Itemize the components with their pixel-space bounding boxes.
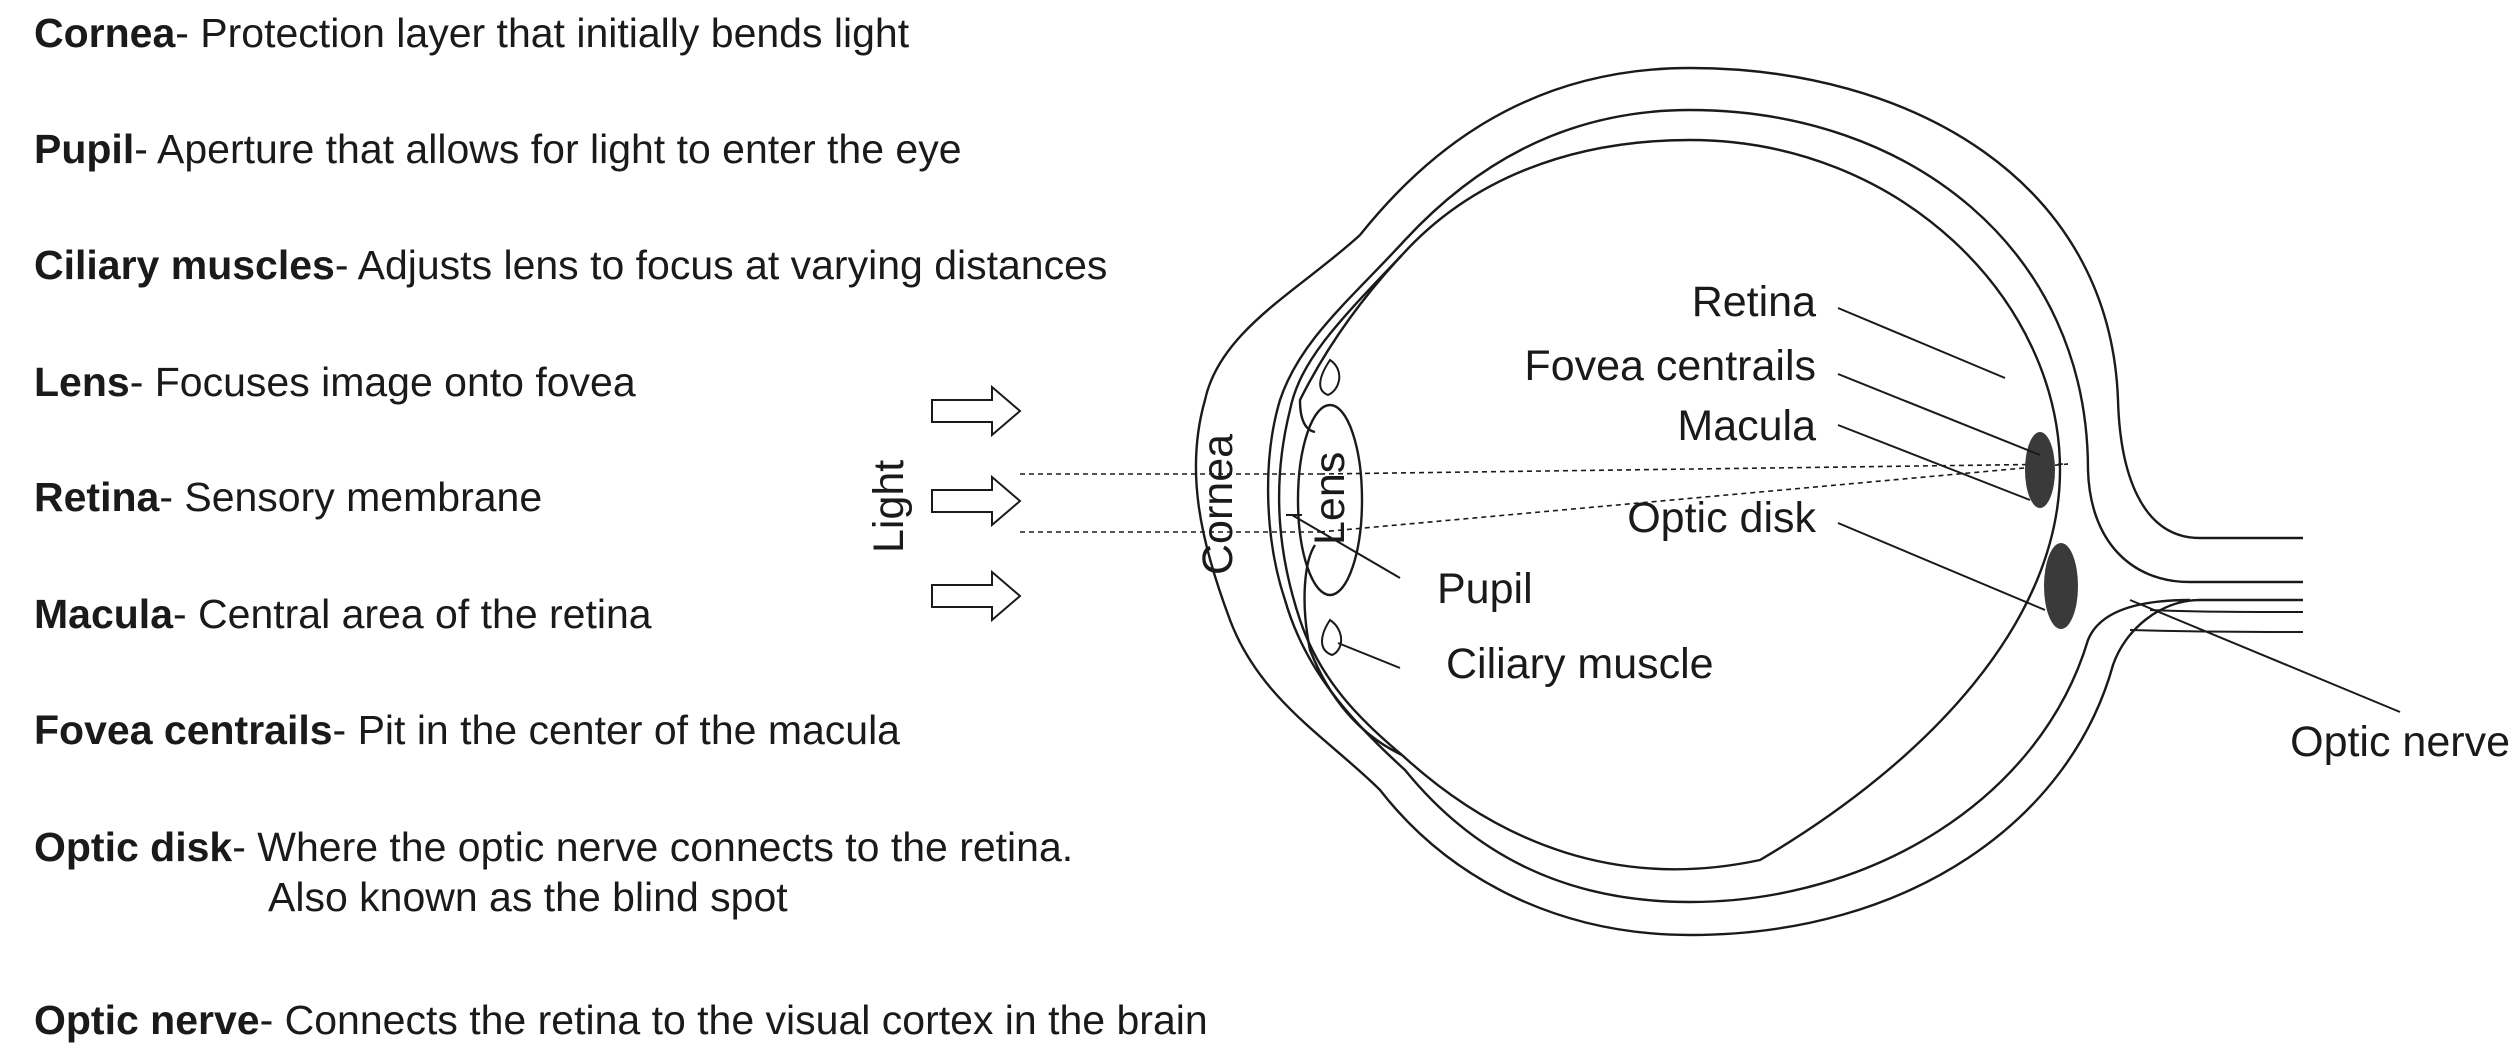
definition-ciliary-muscles: Ciliary muscles- Adjusts lens to focus a…	[34, 240, 1107, 290]
definition-retina: Retina- Sensory membrane	[34, 472, 542, 522]
definition-cornea: Cornea- Protection layer that initially …	[34, 8, 909, 58]
choroid-layer	[1266, 108, 2303, 904]
optic-disk-spot	[2044, 543, 2078, 629]
definition-text: - Where the optic nerve connects to the …	[232, 824, 1074, 870]
definition-fovea-centrails: Fovea centrails- Pit in the center of th…	[34, 705, 900, 755]
nerve-fiber	[2129, 629, 2304, 633]
leader-retina	[1837, 307, 2006, 379]
label-cornea: Cornea	[1194, 434, 1242, 575]
label-optic-nerve: Optic nerve	[2290, 718, 2510, 766]
ciliary-body-lower	[1321, 618, 1343, 657]
label-optic-disk: Optic disk	[1627, 494, 1816, 542]
definition-lens: Lens- Focuses image onto fovea	[34, 357, 636, 407]
definition-pupil: Pupil- Aperture that allows for light to…	[34, 124, 962, 174]
cornea-shape	[1277, 254, 1403, 756]
label-light: Light	[865, 460, 913, 553]
definition-text: - Aperture that allows for light to ente…	[134, 126, 962, 172]
definition-text: - Focuses image onto fovea	[129, 359, 636, 405]
definition-text: - Sensory membrane	[159, 474, 543, 520]
leader-optic-nerve	[2129, 599, 2401, 713]
light-rays	[1020, 463, 2069, 533]
light-ray	[1319, 463, 2069, 533]
leader-ciliary	[1337, 642, 1401, 669]
lens-shape	[1296, 403, 1364, 597]
label-pupil: Pupil	[1437, 565, 1533, 613]
definition-text: - Adjusts lens to focus at varying dista…	[334, 242, 1108, 288]
leader-pupil	[1291, 514, 1401, 579]
definition-text: - Pit in the center of the macula	[332, 707, 900, 753]
definition-term: Retina	[34, 474, 160, 520]
label-macula: Macula	[1677, 402, 1816, 450]
sclera-outer	[1194, 66, 2303, 937]
definition-term: Lens	[34, 359, 130, 405]
light-arrow	[931, 384, 1022, 438]
leader-macula	[1837, 424, 2031, 501]
definition-macula: Macula- Central area of the retina	[34, 589, 652, 639]
definition-optic-disk: Optic disk- Where the optic nerve connec…	[34, 822, 1073, 922]
light-arrows	[931, 384, 1022, 623]
leader-fovea	[1837, 373, 2041, 456]
label-fovea-centrails: Fovea centrails	[1524, 342, 1816, 390]
definition-term: Optic nerve	[34, 997, 260, 1043]
definitions-list: Cornea- Protection layer that initially …	[34, 0, 1414, 1054]
definition-optic-nerve: Optic nerve- Connects the retina to the …	[34, 995, 1208, 1045]
definition-term: Fovea centrails	[34, 707, 333, 753]
macula-spot	[2025, 432, 2055, 508]
definition-text: - Central area of the retina	[173, 591, 652, 637]
light-ray	[1319, 463, 2069, 475]
definition-term: Ciliary muscles	[34, 242, 335, 288]
leader-optic-disk	[1837, 522, 2046, 611]
eyeball	[1194, 66, 2304, 937]
front-of-eye	[1277, 254, 1403, 757]
definition-text: - Protection layer that initially bends …	[175, 10, 910, 56]
light-arrow	[931, 569, 1022, 623]
nerve-fiber	[2149, 609, 2304, 613]
label-lens: Lens	[1306, 452, 1354, 545]
light-arrow	[931, 474, 1022, 528]
definition-term: Optic disk	[34, 824, 233, 870]
definition-term: Pupil	[34, 126, 135, 172]
label-retina: Retina	[1692, 278, 1816, 326]
retina-layer	[1401, 138, 2062, 871]
leader-lines	[1291, 307, 2401, 713]
definition-term: Macula	[34, 591, 173, 637]
label-ciliary-muscle: Ciliary muscle	[1446, 640, 1714, 688]
definition-term: Cornea	[34, 10, 176, 56]
ciliary-body-upper	[1319, 358, 1341, 397]
iris-upper	[1298, 254, 1403, 434]
definition-continuation: Also known as the blind spot	[268, 874, 788, 920]
definition-text: - Connects the retina to the visual cort…	[259, 997, 1208, 1043]
